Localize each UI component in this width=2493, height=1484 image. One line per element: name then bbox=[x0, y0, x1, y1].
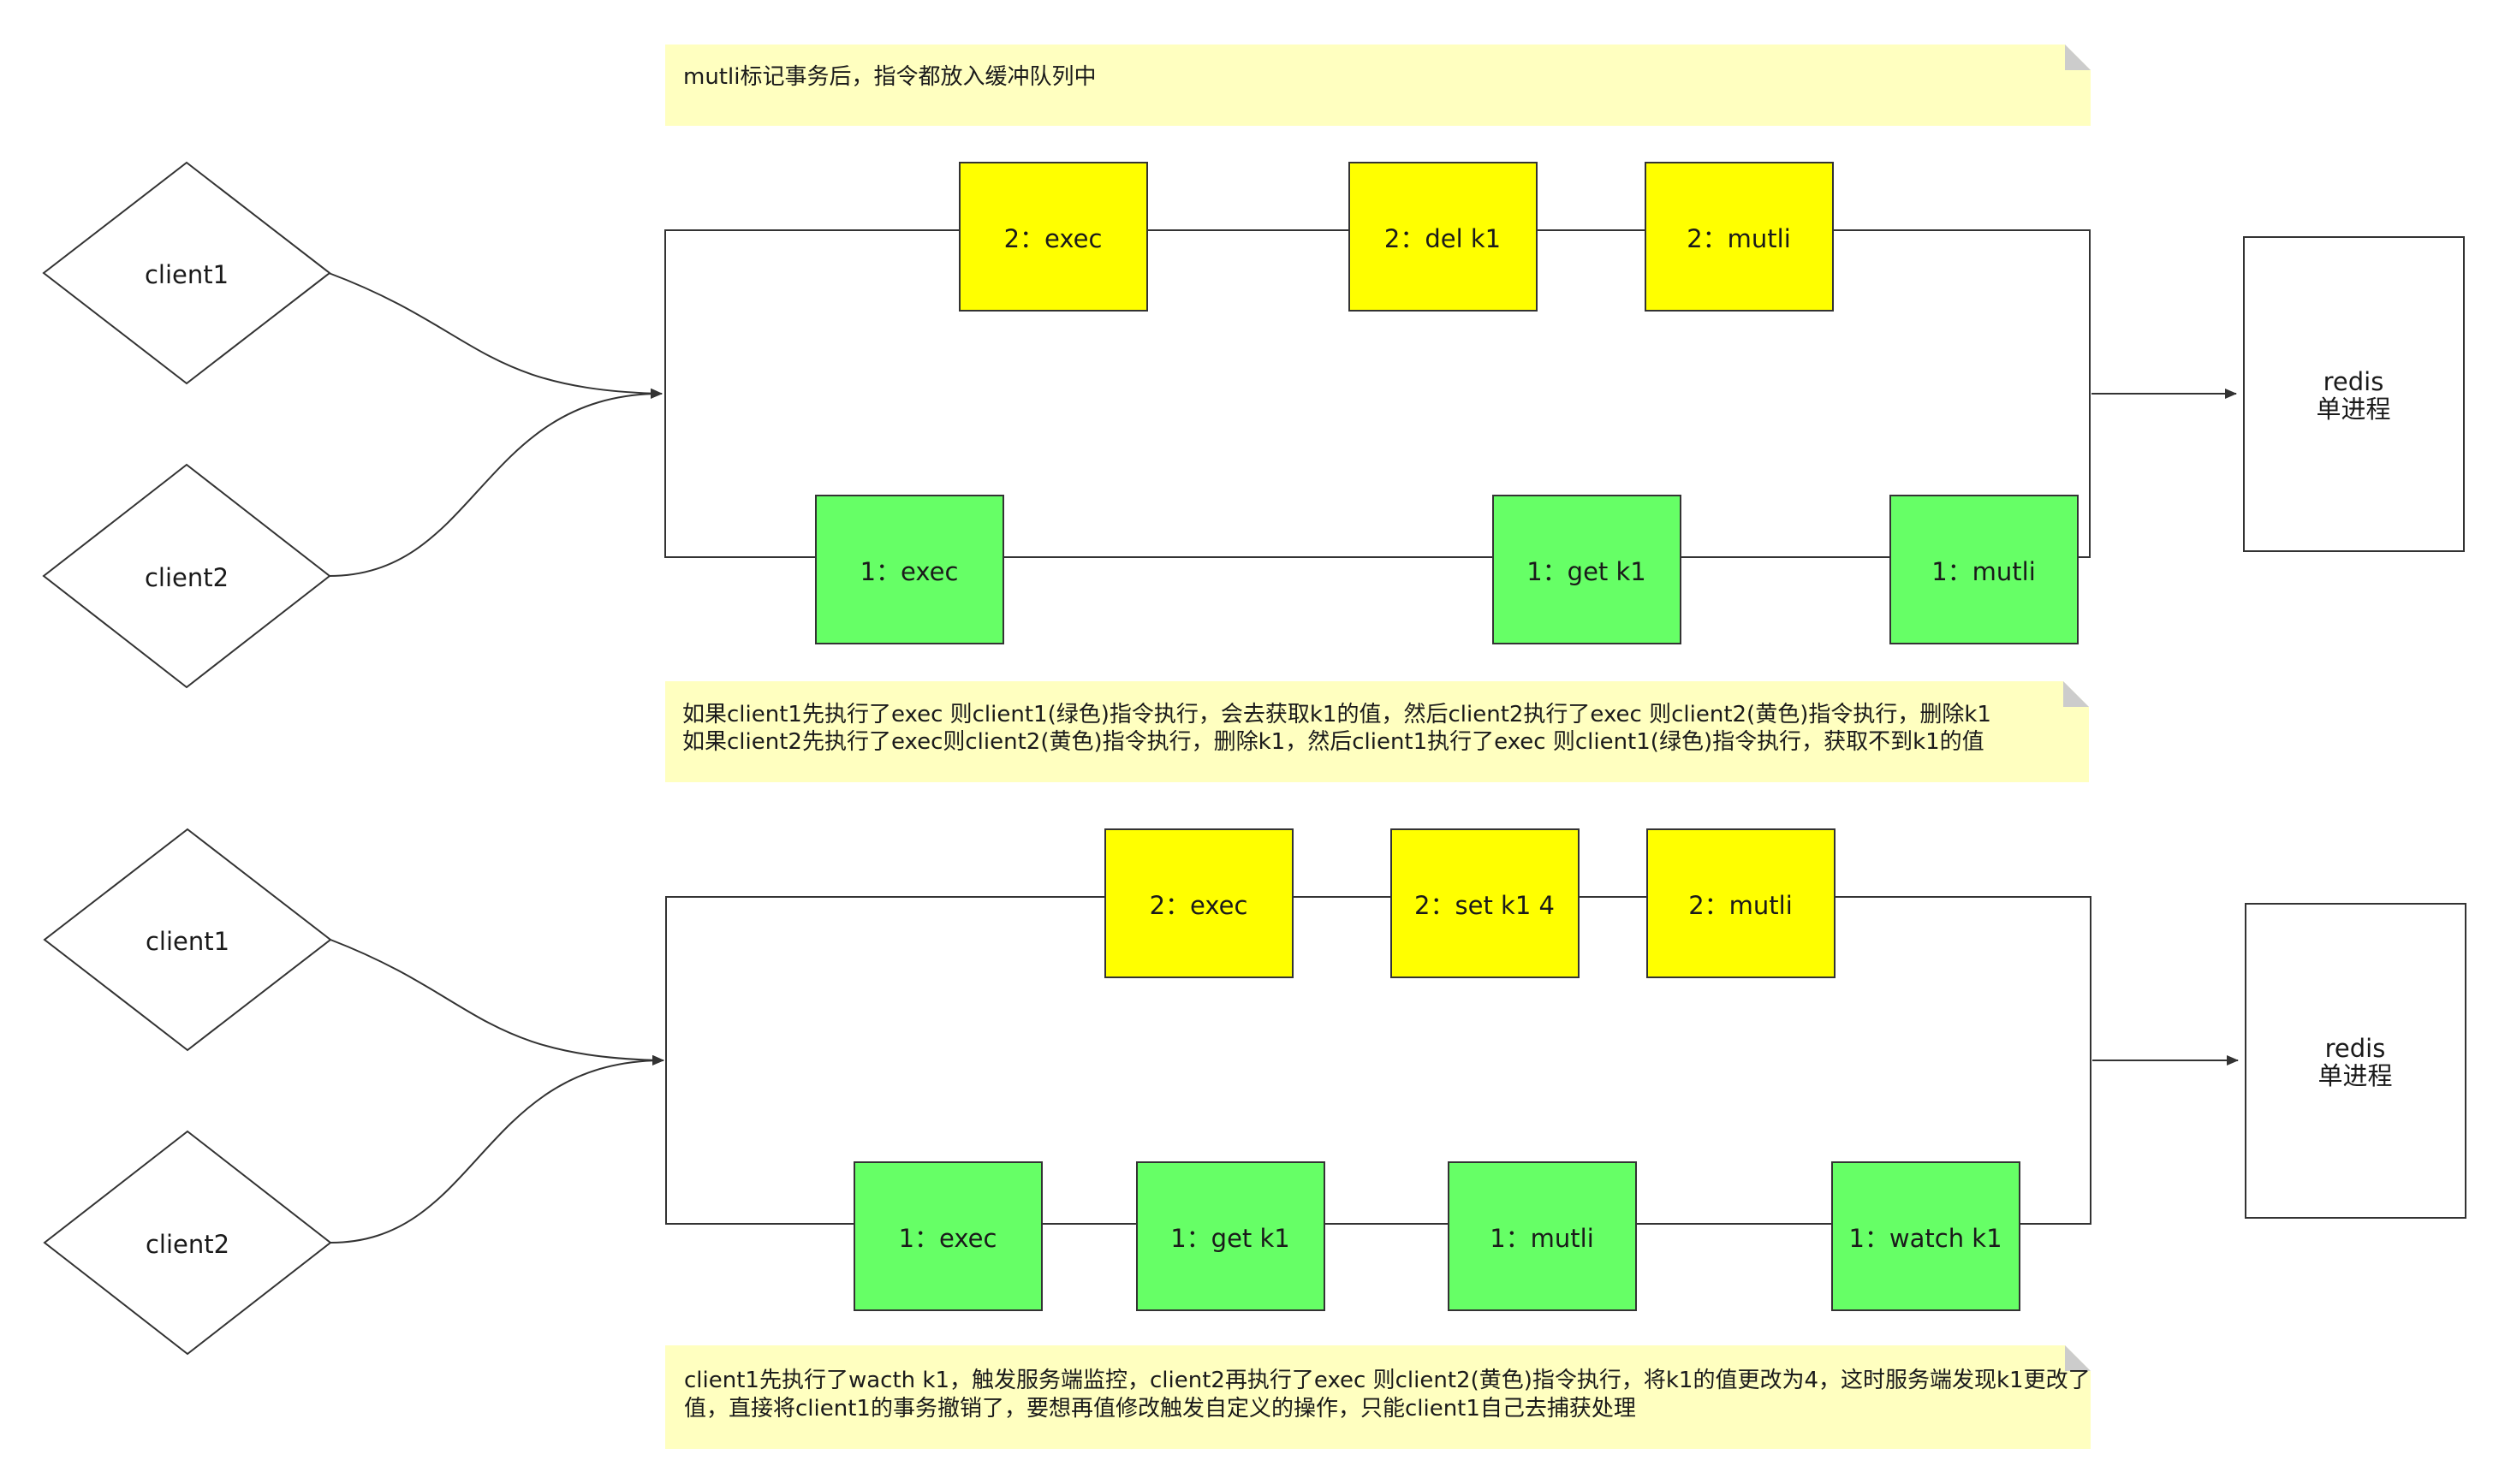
client1-cmd-mutli bbox=[1889, 495, 2079, 644]
client1-cmd-get-k1 bbox=[1492, 495, 1681, 644]
redis-sub-label-1: 单进程 bbox=[2316, 395, 2390, 424]
client1-cmd-get-k1-label: 1：get k1 bbox=[1526, 557, 1646, 586]
client1-cmd-mutli-label-2: 1：mutli bbox=[1490, 1224, 1594, 1253]
scenario-1 bbox=[42, 161, 2465, 689]
scenario-2 bbox=[43, 828, 2466, 1356]
note-top: mutli标记事务后，指令都放入缓冲队列中 bbox=[665, 45, 2091, 126]
client2-connector bbox=[328, 389, 663, 577]
redis-sub-label-2: 单进程 bbox=[2317, 1061, 2392, 1090]
client1-connector bbox=[328, 272, 663, 399]
note-middle-line-1: 如果client1先执行了exec 则client1(绿色)指令执行，会去获取k… bbox=[682, 702, 1991, 727]
client1-cmd-exec-2 bbox=[854, 1161, 1043, 1311]
redis-label-2: redis bbox=[2325, 1034, 2386, 1063]
note-bottom-line-2: 值，直接将client1的事务撤销了，要想再值修改触发自定义的操作，只能clie… bbox=[684, 1396, 1636, 1422]
client1-cmd-watch-k1-label-2: 1：watch k1 bbox=[1848, 1224, 2002, 1253]
client2-cmd-exec bbox=[959, 162, 1148, 312]
client2-cmd-exec-2 bbox=[1104, 828, 1294, 978]
client1-connector-2 bbox=[330, 939, 664, 1066]
client1-cmd-get-k1-label-2: 1：get k1 bbox=[1170, 1224, 1290, 1253]
client2-cmd-del-k1 bbox=[1348, 162, 1538, 312]
redis-server-box-1 bbox=[2243, 236, 2465, 552]
client1-cmd-exec-label: 1：exec bbox=[860, 557, 959, 586]
client1-diamond bbox=[42, 161, 331, 385]
client2-connector-2 bbox=[330, 1055, 664, 1244]
client2-cmd-mutli bbox=[1645, 162, 1834, 312]
client1-cmd-mutli-2 bbox=[1448, 1161, 1637, 1311]
client1-cmd-get-k1-2 bbox=[1136, 1161, 1325, 1311]
scenario-2-labels: client1 client2 2：exec 2：set k1 4 2：mutl… bbox=[146, 891, 2393, 1259]
client2-cmd-exec-label-2: 2：exec bbox=[1150, 891, 1248, 920]
client2-cmd-mutli-label: 2：mutli bbox=[1687, 224, 1791, 253]
client2-cmd-mutli-2 bbox=[1646, 828, 1836, 978]
client2-diamond bbox=[42, 463, 331, 689]
client2-cmd-set-k1-label-2: 2：set k1 4 bbox=[1414, 891, 1555, 920]
client1-cmd-exec-label-2: 1：exec bbox=[899, 1224, 997, 1253]
client1-label: client1 bbox=[145, 260, 229, 289]
redis-label-1: redis bbox=[2323, 367, 2384, 396]
client1-cmd-watch-k1-2 bbox=[1831, 1161, 2020, 1311]
client1-label-2: client1 bbox=[146, 927, 229, 956]
client1-cmd-exec bbox=[815, 495, 1004, 644]
client2-cmd-mutli-label-2: 2：mutli bbox=[1688, 891, 1793, 920]
queue-frame-2 bbox=[665, 896, 2091, 1225]
note-top-text: mutli标记事务后，指令都放入缓冲队列中 bbox=[683, 64, 1096, 90]
client2-cmd-set-k1-2 bbox=[1390, 828, 1580, 978]
scenario-1-labels: client1 client2 2：exec 2：del k1 2：mutli … bbox=[145, 224, 2391, 592]
client2-cmd-del-k1-label: 2：del k1 bbox=[1384, 224, 1501, 253]
note-middle: 如果client1先执行了exec 则client1(绿色)指令执行，会去获取k… bbox=[665, 681, 2089, 782]
note-bottom-line-1: client1先执行了wacth k1，触发服务端监控，client2再执行了e… bbox=[684, 1368, 2091, 1393]
redis-server-box-2 bbox=[2245, 903, 2466, 1219]
client1-diamond-2 bbox=[43, 828, 332, 1052]
client2-diamond-2 bbox=[43, 1130, 332, 1356]
note-middle-line-2: 如果client2先执行了exec则client2(黄色)指令执行，删除k1，然… bbox=[682, 729, 1984, 755]
note-bottom: client1先执行了wacth k1，触发服务端监控，client2再执行了e… bbox=[665, 1345, 2091, 1449]
client1-cmd-mutli-label: 1：mutli bbox=[1931, 557, 2036, 586]
client2-cmd-exec-label: 2：exec bbox=[1004, 224, 1103, 253]
client2-label-2: client2 bbox=[146, 1230, 229, 1259]
client2-label: client2 bbox=[145, 563, 229, 592]
